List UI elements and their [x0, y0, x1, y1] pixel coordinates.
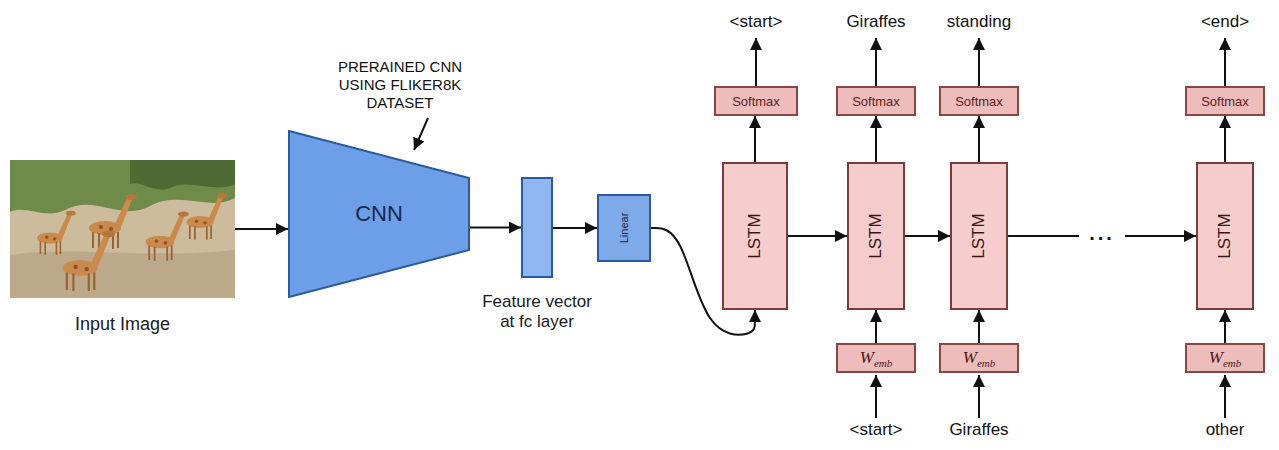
node-text-group: Softmax: [852, 94, 900, 109]
node-label: LSTM: [1215, 213, 1235, 258]
node-caption: Input Image: [23, 314, 223, 336]
giraffe-figure: [37, 211, 75, 255]
input-arrow: [978, 375, 980, 418]
flow-arrow: [1224, 310, 1226, 343]
flow-arrow: [470, 227, 521, 229]
node-text-group: Wemb: [963, 348, 996, 368]
lstm-cell: LSTM: [722, 162, 788, 310]
photo-road: [10, 250, 235, 298]
node-label: Softmax: [732, 94, 780, 109]
node-text-group: Softmax: [1201, 94, 1249, 109]
trapezoid-shape: [289, 131, 469, 297]
output-word: standing: [919, 12, 1039, 32]
node-label: LSTM: [866, 213, 886, 258]
embedding-box: Wemb: [836, 343, 916, 373]
output-arrow: [755, 38, 757, 86]
node-text-group: LSTM: [866, 213, 886, 258]
output-arrow: [875, 38, 877, 86]
flow-arrow: [1224, 116, 1226, 162]
input-arrow: [875, 375, 877, 418]
node-label: LSTM: [745, 213, 765, 258]
flow-arrow: [553, 227, 597, 229]
node-label: Softmax: [955, 94, 1003, 109]
output-word: <end>: [1175, 12, 1275, 32]
giraffe-figure: [146, 211, 189, 261]
flow-arrow: [235, 228, 288, 230]
flow-arrow: [978, 310, 980, 343]
node-label: Softmax: [852, 94, 900, 109]
weight-subscript: emb: [874, 357, 892, 369]
feature-vector: Feature vector at fc layer: [521, 177, 553, 278]
node-text-group: Linear: [618, 213, 630, 244]
softmax-box: Softmax: [714, 86, 798, 116]
weight-symbol: W: [963, 348, 977, 368]
input-word: Giraffes: [919, 420, 1039, 440]
giraffe-photo: [10, 160, 235, 298]
weight-symbol: W: [1209, 348, 1223, 368]
node-label: Linear: [618, 213, 630, 244]
node-caption: Feature vector at fc layer: [481, 292, 593, 333]
softmax-box: Softmax: [1185, 86, 1265, 116]
node-label: LSTM: [969, 213, 989, 258]
giraffe-figure: [62, 231, 115, 292]
flow-arrow: [754, 116, 756, 162]
input-image: Input Image: [10, 160, 235, 298]
weight-subscript: emb: [977, 357, 995, 369]
photo-bushes: [10, 160, 235, 213]
flow-arrow: [788, 235, 847, 237]
softmax-box: Softmax: [836, 86, 916, 116]
output-word: Giraffes: [816, 12, 936, 32]
flow-arrow: [905, 235, 950, 237]
linear-box: Linear: [597, 194, 651, 262]
node-text-group: LSTM: [969, 213, 989, 258]
output-arrow: [978, 38, 980, 86]
giraffe-figure: [186, 193, 227, 240]
node-text-group: CNN: [355, 201, 403, 227]
giraffe-figure: [89, 194, 137, 249]
lstm-cell: LSTM: [1196, 162, 1254, 310]
photo-trees: [130, 160, 235, 190]
node-label: Softmax: [1201, 94, 1249, 109]
callout-note: PRERAINED CNN USING FLIKER8K DATASET: [334, 58, 466, 112]
ellipsis-label: ...: [1079, 223, 1125, 243]
weight-subscript: emb: [1223, 357, 1241, 369]
node-text-group: Softmax: [732, 94, 780, 109]
softmax-box: Softmax: [939, 86, 1019, 116]
photo-ground: [10, 160, 235, 298]
flow-arrow: [875, 310, 877, 343]
input-word: other: [1175, 420, 1275, 440]
node-label: CNN: [355, 201, 403, 227]
node-text-group: Wemb: [1209, 348, 1242, 368]
lstm-cell: LSTM: [847, 162, 905, 310]
input-arrow: [1224, 375, 1226, 418]
weight-symbol: W: [860, 348, 874, 368]
output-arrow: [1224, 38, 1226, 86]
lstm-cell: LSTM: [950, 162, 1008, 310]
input-word: <start>: [816, 420, 936, 440]
cnn-trapezoid: CNN: [288, 130, 470, 298]
embedding-box: Wemb: [939, 343, 1019, 373]
embedding-box: Wemb: [1185, 343, 1265, 373]
node-text-group: LSTM: [1215, 213, 1235, 258]
output-word: <start>: [696, 12, 816, 32]
callout-arrow: [414, 118, 428, 150]
flow-arrow: [978, 116, 980, 162]
node-text-group: LSTM: [745, 213, 765, 258]
node-text-group: Wemb: [860, 348, 893, 368]
flow-arrow: [875, 116, 877, 162]
node-text-group: Softmax: [955, 94, 1003, 109]
